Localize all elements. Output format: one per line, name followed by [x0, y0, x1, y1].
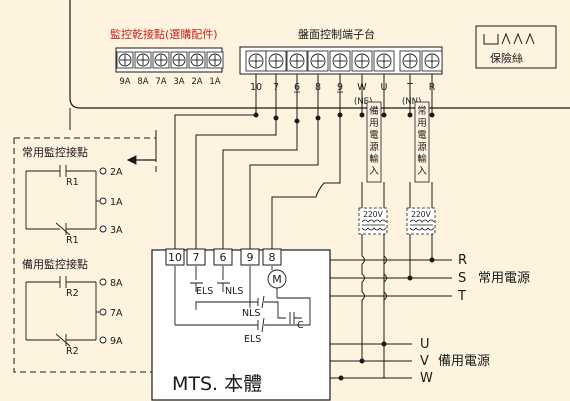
- control-block-title: 盤面控制端子台: [298, 27, 375, 41]
- contact-terminal-icon: [99, 278, 107, 286]
- nls-label-2: NLS: [242, 308, 260, 319]
- monitor-terminal: 9A: [116, 51, 134, 87]
- phase-t-label: T: [457, 289, 466, 304]
- power-input-labels: 備用電源輸入 常用電源輸入: [366, 101, 430, 183]
- monitor-terminal-label: 9A: [119, 77, 130, 87]
- contact-terminal-icon: [99, 225, 107, 233]
- mts-terminal-label: 8: [269, 251, 276, 264]
- transformer-normal: 220V: [406, 207, 436, 235]
- contact-terminal-icon: [99, 336, 107, 344]
- phase-buses: [330, 182, 452, 381]
- nn-label: (NN): [402, 97, 421, 107]
- mts-terminal-row: 10 7 6 9 8: [165, 248, 282, 266]
- monitor-terminal: 1A: [206, 51, 224, 87]
- mts-terminal-label: 10: [168, 251, 182, 264]
- fuse-label: 保險絲: [490, 51, 523, 65]
- contact-terminal-label: 2A: [110, 167, 123, 178]
- phase-v-label: V: [420, 354, 429, 369]
- monitor-terminal-label: 8A: [137, 77, 148, 87]
- transformer-backup-label: 220V: [363, 210, 383, 219]
- monitor-contact-block: 監控乾接點(選購配件) 9A 8A 7A 3A 2A 1A: [110, 27, 224, 87]
- phase-w-label: W: [420, 371, 433, 386]
- normal-power-input-label: 常用電源輸入: [417, 105, 427, 177]
- monitor-block-title: 監控乾接點(選購配件): [110, 27, 218, 41]
- backup-source-label: 備用電源: [438, 353, 490, 369]
- backup-power-input-label: 備用電源輸入: [369, 105, 379, 177]
- contact-terminal-label: 8A: [110, 278, 123, 289]
- contact-terminal-icon: [99, 308, 107, 316]
- mts-terminal: 10: [165, 248, 185, 266]
- mts-body: 10 7 6 9 8 M ELS NLS NLS C ELS MTS. 本體: [151, 248, 331, 401]
- contact-terminal-label: 9A: [110, 336, 123, 347]
- mts-body-label: MTS. 本體: [172, 373, 262, 395]
- monitor-terminal: 2A: [188, 51, 206, 87]
- normal-source-label: 常用電源: [478, 271, 530, 286]
- contact-terminal-label: 1A: [110, 197, 123, 208]
- mts-terminal-label: 6: [220, 251, 227, 264]
- mts-terminal-label: 9: [247, 251, 254, 264]
- control-wires: [174, 74, 435, 250]
- transformer-backup: 220V: [358, 207, 388, 235]
- mts-terminal-label: 7: [193, 251, 200, 264]
- control-panel-outline: [69, 0, 570, 109]
- transformer-normal-label: 220V: [411, 210, 431, 219]
- relay-label: R1: [66, 177, 79, 188]
- monitor-terminal: 8A: [134, 51, 152, 87]
- monitor-terminal-label: 3A: [173, 77, 184, 87]
- phase-labels-backup: U V W 備用電源: [420, 337, 490, 386]
- relay-label: R2: [66, 346, 79, 357]
- control-terminal: 7: [265, 50, 287, 93]
- normal-monitor-title: 常用監控接點: [22, 145, 88, 159]
- mts-terminal: 6: [213, 248, 233, 266]
- control-terminal: R: [421, 50, 443, 93]
- contact-terminal-label: 7A: [110, 308, 123, 319]
- control-terminal: 8: [307, 50, 329, 93]
- relay-label: R2: [66, 288, 79, 299]
- fuse-icon: [483, 34, 499, 45]
- monitor-terminal-label: 1A: [209, 77, 220, 87]
- motor-icon: M: [272, 273, 282, 286]
- monitor-terminal-label: 2A: [191, 77, 202, 87]
- monitor-terminal-row: 9A 8A 7A 3A 2A 1A: [116, 51, 224, 87]
- contact-terminal-label: 3A: [110, 225, 123, 236]
- fuse-block: 保險絲: [475, 25, 557, 69]
- phase-r-label: R: [458, 253, 467, 268]
- els-label-2: ELS: [244, 334, 261, 345]
- ne-label: (NE): [354, 97, 372, 107]
- contact-terminal-icon: [99, 197, 107, 205]
- nls-label-1: NLS: [225, 286, 243, 297]
- relay-label: R1: [66, 235, 79, 246]
- els-label-1: ELS: [196, 286, 213, 297]
- mts-terminal: 7: [186, 248, 206, 266]
- capacitor-label: C: [297, 320, 304, 331]
- mts-terminal: 9: [240, 248, 260, 266]
- phase-u-label: U: [420, 337, 430, 352]
- contact-terminal-icon: [99, 167, 107, 175]
- monitor-terminal: 3A: [170, 51, 188, 87]
- monitor-terminal-label: 7A: [155, 77, 166, 87]
- phase-labels-normal: R S T 常用電源: [457, 253, 530, 304]
- phase-s-label: S: [458, 271, 466, 286]
- backup-monitor-title: 備用監控接點: [22, 257, 88, 271]
- monitor-terminal: 7A: [152, 51, 170, 87]
- mts-terminal: 8: [262, 248, 282, 266]
